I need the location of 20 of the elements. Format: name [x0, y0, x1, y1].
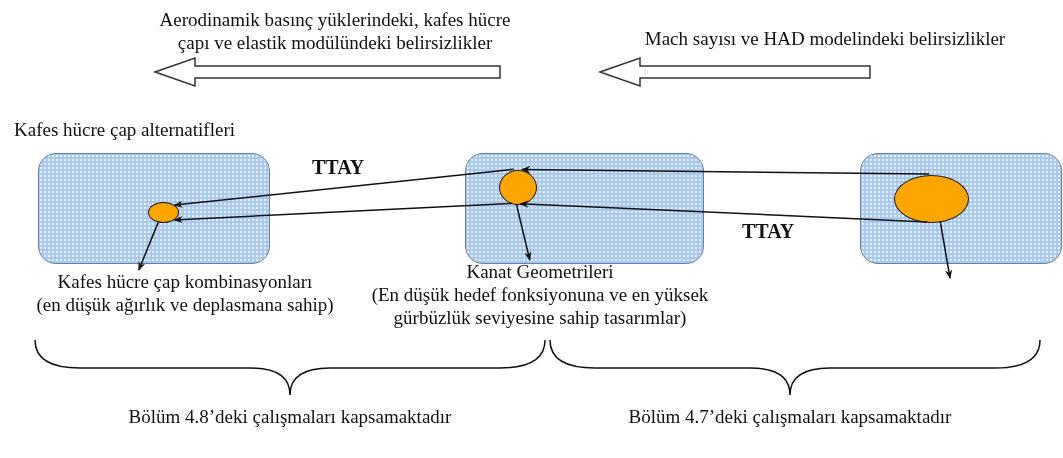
- ellipse-marker: [499, 170, 537, 205]
- panel-heading: Kafes hücre çap alternatifleri: [14, 118, 235, 141]
- arrow: [138, 221, 159, 271]
- pattern-panel: [465, 153, 704, 264]
- section-note: Bölüm 4.7’deki çalışmaları kapsamaktadır: [627, 405, 953, 428]
- ellipse-marker: [894, 175, 969, 223]
- arrow: [519, 200, 928, 223]
- arrow: [173, 168, 515, 208]
- uncertainty-note: Mach sayısı ve HAD modelindeki belirsizlikler: [643, 27, 1007, 50]
- section-note: Bölüm 4.8’deki çalışmaları kapsamaktadır: [127, 405, 453, 428]
- arrow: [515, 203, 532, 261]
- arrow: [173, 202, 513, 224]
- result-title: Kafes hücre çap kombinasyonları: [57, 270, 313, 293]
- arrow: [939, 220, 953, 279]
- pattern-panel: [860, 153, 1062, 264]
- result-description: (en düşük ağırlık ve deplasmana sahip): [36, 293, 334, 316]
- uncertainty-note: Aerodinamik basınç yüklerindeki, kafes hücre çapı ve elastik modülündeki belirsizlikler: [158, 8, 512, 54]
- arrow: [521, 166, 930, 175]
- result-description: (En düşük hedef fonksiyonuna ve en yüksek gürbüzlük seviyesine sahip tasarımlar): [370, 283, 710, 329]
- result-title: Kanat Geometrileri: [466, 260, 614, 283]
